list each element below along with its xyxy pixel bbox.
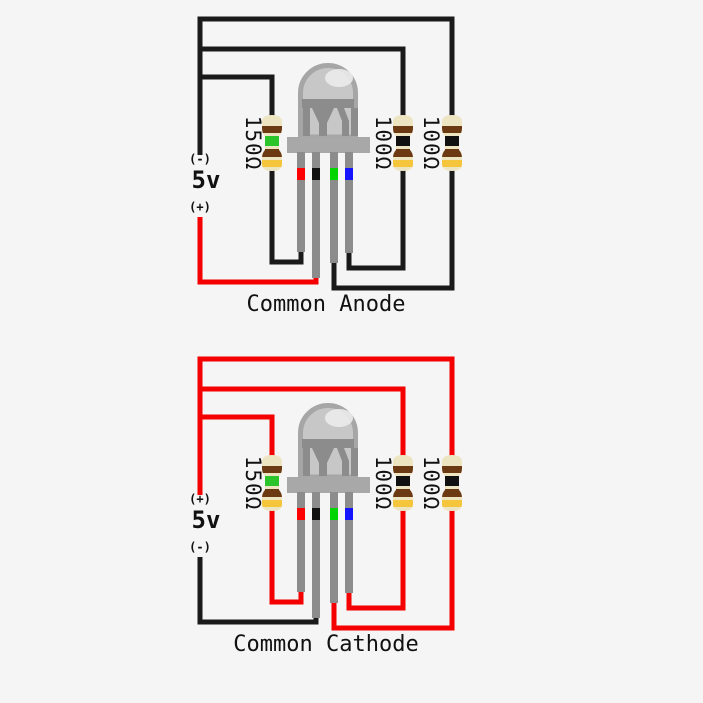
led-internal-post	[342, 461, 349, 476]
wire-blue-leg-to-inner-resistor	[200, 46, 406, 271]
resistor-band	[261, 126, 283, 133]
led-internal-frame	[302, 99, 358, 136]
resistor-band	[441, 136, 463, 146]
diagram-title: Common Anode	[246, 292, 406, 317]
led-internal-post	[303, 448, 310, 476]
led-leg-common-cathode	[312, 492, 320, 618]
leg-color-band	[297, 508, 305, 520]
resistor-band	[261, 489, 283, 497]
led-internal-post	[303, 108, 310, 136]
resistor-band	[392, 489, 414, 497]
led-leg-green	[330, 492, 338, 603]
supply-top-polarity: (-)	[189, 152, 211, 166]
resistor-100-ohm-inner	[392, 455, 414, 511]
resistor-band	[392, 466, 414, 473]
led-leg-red	[297, 152, 305, 252]
resistor-band	[441, 126, 463, 133]
resistor-band	[441, 489, 463, 497]
resistor-band	[261, 136, 283, 146]
led-flange	[287, 477, 370, 493]
resistor-band	[261, 149, 283, 157]
resistor-band	[392, 500, 414, 507]
resistor-value-label: 100Ω	[371, 455, 395, 511]
led-internal-post	[319, 463, 327, 476]
led-leg-blue	[345, 152, 353, 253]
wire-blue-leg-to-inner-resistor	[200, 386, 406, 611]
supply-voltage-label: 5v	[191, 166, 221, 194]
leg-color-band	[330, 508, 338, 520]
resistor-value-label: 100Ω	[419, 455, 443, 511]
led-internal-bar	[302, 99, 354, 108]
diagram-common-cathode: 150Ω 100Ω 100Ω	[0, 340, 703, 680]
led-reflector-cup	[312, 448, 334, 463]
resistor-band	[392, 136, 414, 146]
leg-color-band	[345, 508, 353, 520]
led-leg-common-anode	[312, 152, 320, 278]
led-leg-blue	[345, 492, 353, 593]
resistor-value-label: 100Ω	[371, 115, 395, 171]
resistor-band	[261, 476, 283, 486]
led-leg-green	[330, 152, 338, 263]
resistor-100-ohm-outer	[441, 115, 463, 171]
led-internal-post	[351, 108, 358, 136]
resistor-band	[441, 149, 463, 157]
resistor-band	[261, 500, 283, 507]
resistor-100-ohm-outer	[441, 455, 463, 511]
resistor-band	[392, 476, 414, 486]
leg-color-band	[312, 168, 320, 180]
leg-color-band	[312, 508, 320, 520]
leg-color-band	[345, 168, 353, 180]
resistor-band	[261, 160, 283, 167]
resistor-150-ohm	[261, 115, 283, 171]
rgb-led	[287, 63, 370, 153]
resistor-100-ohm-inner	[392, 115, 414, 171]
diagram-common-anode: 150Ω 100Ω 100Ω	[0, 0, 703, 340]
resistor-band	[441, 476, 463, 486]
led-internal-post	[337, 108, 349, 121]
led-dome-highlight	[325, 409, 353, 427]
supply-top-polarity: (+)	[189, 492, 211, 506]
resistor-value-label: 100Ω	[419, 115, 443, 171]
led-leg-red	[297, 492, 305, 592]
diagram-title: Common Cathode	[233, 632, 419, 657]
led-internal-post	[337, 448, 349, 461]
led-flange	[287, 137, 370, 153]
resistor-150-ohm	[261, 455, 283, 511]
resistor-band	[392, 149, 414, 157]
led-internal-post	[342, 121, 349, 136]
resistor-band	[441, 160, 463, 167]
resistor-band	[441, 466, 463, 473]
rgb-led	[287, 403, 370, 493]
led-reflector-cup	[312, 108, 334, 123]
resistor-band	[441, 500, 463, 507]
leg-color-band	[330, 168, 338, 180]
wire-red-leg-to-left-resistor	[200, 74, 304, 265]
resistor-value-label: 150Ω	[241, 455, 265, 511]
resistor-band	[392, 126, 414, 133]
wire-green-leg-to-right-resistor	[197, 356, 455, 631]
led-internal-post	[351, 448, 358, 476]
leg-color-band	[297, 168, 305, 180]
led-dome-highlight	[325, 69, 353, 87]
resistor-band	[392, 160, 414, 167]
resistor-value-label: 150Ω	[241, 115, 265, 171]
wire-red-leg-to-left-resistor	[200, 414, 304, 605]
supply-bottom-polarity: (+)	[189, 200, 211, 214]
led-internal-bar	[302, 439, 354, 448]
supply-bottom-polarity: (-)	[189, 540, 211, 554]
wire-green-leg-to-right-resistor	[197, 16, 455, 291]
led-internal-frame	[302, 439, 358, 476]
resistor-band	[261, 466, 283, 473]
led-internal-post	[319, 123, 327, 136]
supply-voltage-label: 5v	[191, 506, 221, 534]
